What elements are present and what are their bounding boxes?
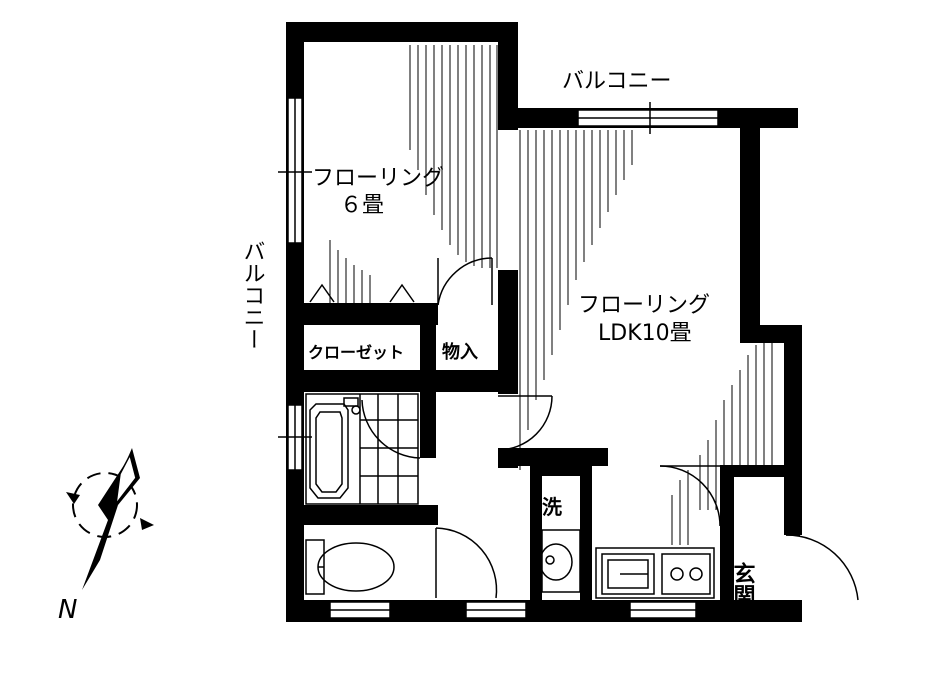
storage-label: 物入	[442, 341, 478, 363]
kitchen-sink-and-stove	[595, 547, 715, 599]
entrance-label: 玄関	[730, 561, 756, 607]
laundry-label: 洗	[542, 495, 562, 519]
western-room-type-label: フローリング	[312, 166, 444, 191]
balcony-left-label: バルコニー	[240, 240, 265, 350]
bathtub	[305, 393, 419, 505]
windows	[278, 97, 719, 619]
western-room-hatching	[329, 45, 498, 305]
doors	[309, 257, 859, 601]
ldk-size-label: LDK10畳	[598, 321, 692, 346]
toilet	[305, 539, 395, 595]
north-indicator-label: N	[58, 595, 77, 625]
ldk-type-label: フローリング	[578, 293, 710, 318]
ldk-hatching	[519, 130, 773, 545]
western-room-size-label: ６畳	[340, 193, 384, 218]
washing-machine	[539, 529, 581, 593]
closet-label: クローゼット	[308, 343, 404, 362]
compass	[66, 448, 154, 590]
balcony-top-label: バルコニー	[562, 69, 672, 94]
